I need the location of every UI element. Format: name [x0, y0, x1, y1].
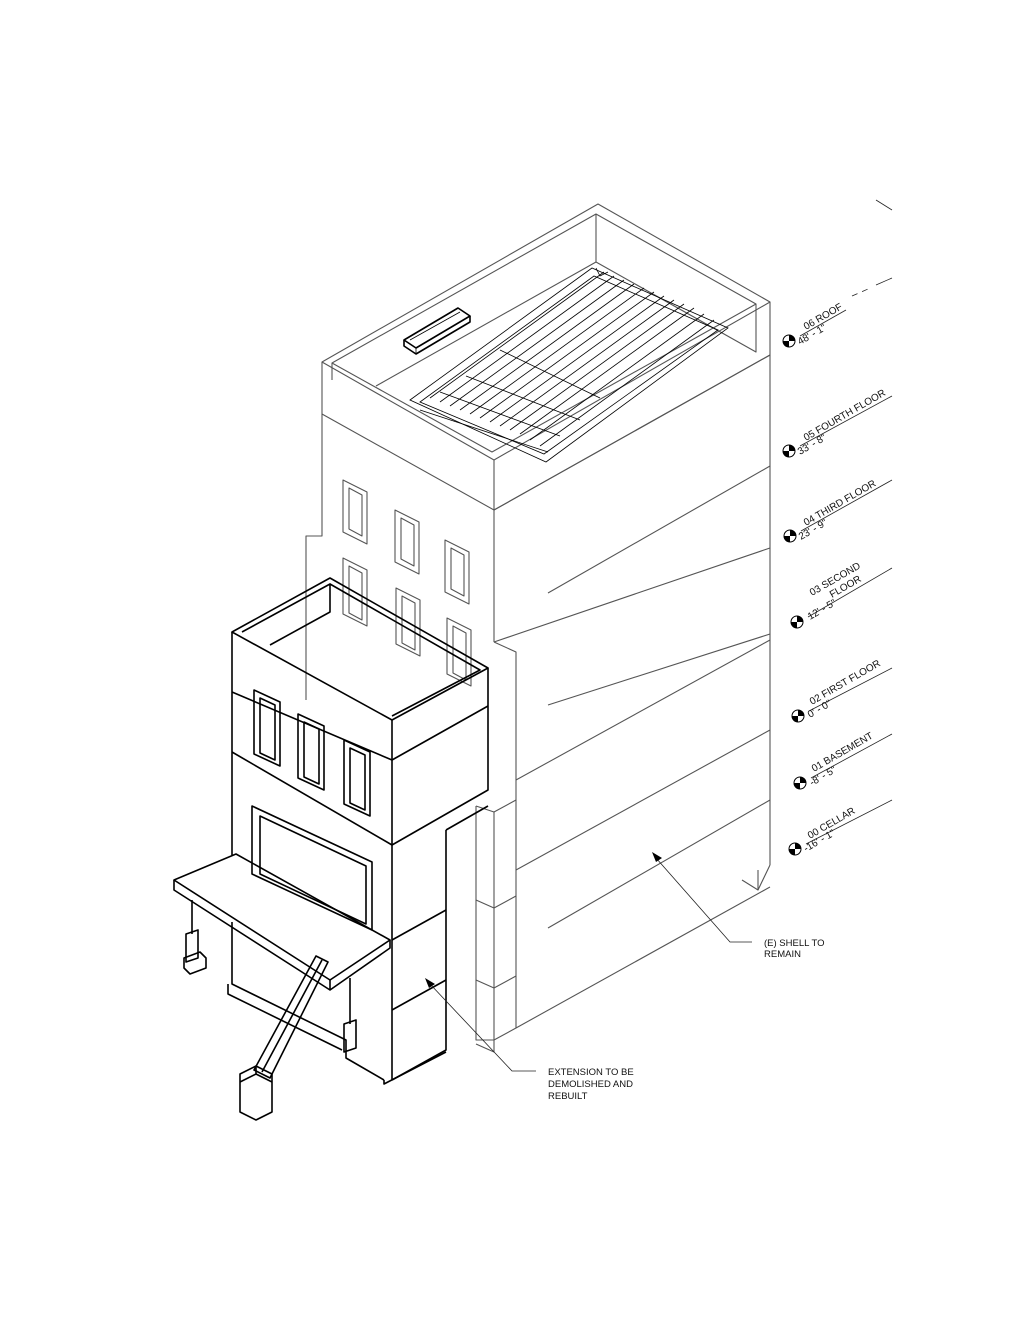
note-line: REBUILT — [548, 1091, 588, 1102]
level-marker: 01 BASEMENT -8' - 5" — [793, 731, 893, 790]
level-marker: 06 ROOF 48' - 1" — [782, 302, 847, 348]
roof-framing — [403, 267, 729, 463]
level-name: 01 BASEMENT — [810, 731, 875, 775]
level-marker: 04 THIRD FLOOR 23' - 9" — [783, 478, 893, 543]
level-name: 05 FOURTH FLOOR — [802, 388, 888, 444]
extension-windows — [253, 689, 371, 817]
level-marker: 00 CELLAR -16' - 1" — [788, 799, 893, 856]
note-line: REMAIN — [764, 949, 801, 960]
note-line: DEMOLISHED AND — [548, 1079, 633, 1090]
shell-windows — [342, 479, 472, 687]
level-name: 02 FIRST FLOOR — [808, 658, 883, 707]
level-elevation: 12' - 5" — [806, 597, 839, 622]
shell-note: (E) SHELL TO REMAIN — [652, 852, 825, 960]
extension-volume — [173, 577, 489, 1121]
level-markers: 06 ROOF 48' - 1" 05 FOURTH FLOOR 33' - 8… — [782, 199, 893, 856]
level-name: 04 THIRD FLOOR — [802, 478, 878, 528]
note-line: EXTENSION TO BE — [548, 1067, 634, 1078]
level-marker: 02 FIRST FLOOR 0' - 0" — [791, 658, 893, 723]
note-line: (E) SHELL TO — [764, 938, 825, 949]
level-marker: 05 FOURTH FLOOR 33' - 8" — [782, 388, 893, 458]
existing-shell — [305, 203, 771, 1053]
extension-note: EXTENSION TO BE DEMOLISHED AND REBUILT — [425, 978, 634, 1102]
level-marker: 03 SECOND FLOOR 12' - 5" — [790, 561, 893, 629]
